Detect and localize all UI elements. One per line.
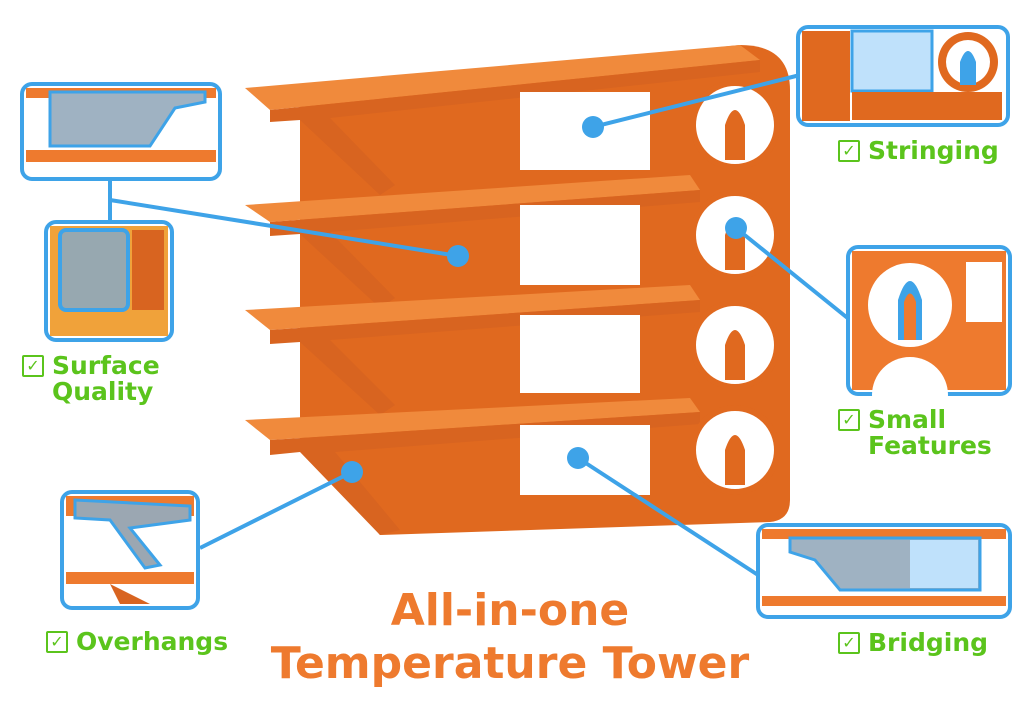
overhangs-dot — [341, 461, 363, 483]
tower-shelf — [245, 45, 760, 195]
tower-shelf — [245, 285, 700, 415]
check-icon: ✓ — [838, 409, 860, 431]
bridging-callout — [756, 523, 1012, 619]
callout-dots — [341, 116, 747, 483]
overhangs-label: ✓ Overhangs — [46, 629, 228, 655]
stringing-label-text: Stringing — [868, 136, 999, 165]
spike — [725, 435, 745, 485]
surface-quality-label-text: Surface Quality — [52, 351, 160, 406]
stringing-callout — [796, 25, 1010, 127]
small-features-dot — [725, 217, 747, 239]
bridging-dot — [567, 447, 589, 469]
small-features-label-text: Small Features — [868, 405, 992, 460]
surface-quality-label: ✓ Surface Quality — [22, 353, 160, 405]
tower-shelf — [245, 398, 700, 535]
bridge-gap — [520, 205, 640, 285]
tower-shelf — [245, 175, 700, 308]
bridging-label-text: Bridging — [868, 628, 989, 657]
overhangs-callout — [60, 490, 200, 610]
surface-quality-callout — [20, 82, 222, 342]
bridge-gap — [520, 315, 640, 393]
check-icon: ✓ — [838, 140, 860, 162]
stringing-dot — [582, 116, 604, 138]
bridging-label: ✓ Bridging — [838, 630, 988, 656]
small-features-label: ✓ Small Features — [838, 407, 992, 459]
callout-lines — [108, 73, 852, 577]
main-title-line-2: Temperature Tower — [270, 638, 750, 689]
small-features-callout — [846, 245, 1012, 433]
check-icon: ✓ — [46, 631, 68, 653]
overhangs-label-text: Overhangs — [76, 627, 229, 656]
check-icon: ✓ — [22, 355, 44, 377]
main-title-line-1: All-in-one — [390, 585, 630, 636]
surface-quality-dot — [447, 245, 469, 267]
check-icon: ✓ — [838, 632, 860, 654]
stringing-label: ✓ Stringing — [838, 138, 999, 164]
tower-model — [245, 45, 790, 535]
spike — [725, 110, 745, 160]
spike — [725, 330, 745, 380]
